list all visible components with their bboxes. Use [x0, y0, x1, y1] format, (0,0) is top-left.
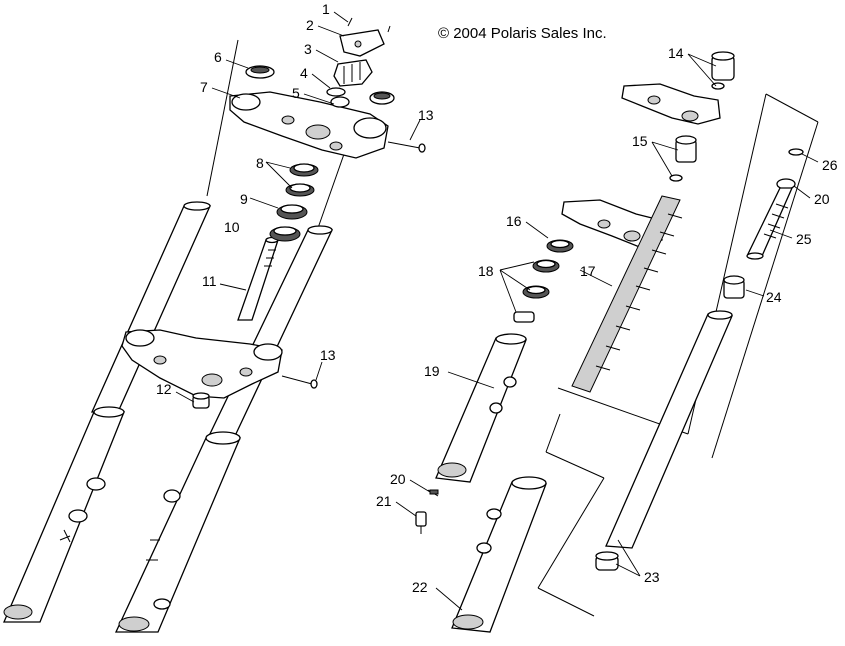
- cap-6: [245, 65, 275, 79]
- bolt-13-lower: [281, 375, 318, 389]
- break-lines: [537, 93, 819, 617]
- callout-labels: 1 2 3 4 5 6 7 8 9 10 11 12 13 13 14 15 1…: [156, 1, 838, 595]
- ring-18: [513, 259, 560, 323]
- clip-26: [788, 148, 804, 156]
- bolt-13-upper: [387, 141, 426, 153]
- callout-9: 9: [240, 191, 248, 207]
- lower-leg-22: [451, 476, 547, 633]
- callout-16: 16: [506, 213, 522, 229]
- callout-26: 26: [822, 157, 838, 173]
- screw-20-lower: [427, 489, 439, 497]
- washer-4: [326, 87, 346, 97]
- callout-5: 5: [292, 85, 300, 101]
- switch-block-3: [333, 59, 373, 87]
- bearing-10: [269, 226, 301, 242]
- callout-22: 22: [412, 579, 428, 595]
- callout-13-upper: 13: [418, 107, 434, 123]
- callout-1: 1: [322, 1, 330, 17]
- cap-5: [330, 91, 395, 108]
- callout-2: 2: [306, 17, 314, 33]
- screw-1: [347, 17, 391, 33]
- damper-rod-25: [746, 178, 796, 260]
- callout-20-upper: 20: [814, 191, 830, 207]
- lower-triple-clamp: [121, 329, 283, 399]
- callout-24: 24: [766, 289, 782, 305]
- ring-16: [546, 239, 574, 253]
- callout-10: 10: [224, 219, 240, 235]
- callout-13-lower: 13: [320, 347, 336, 363]
- copyright-text: © 2004 Polaris Sales Inc.: [438, 25, 607, 42]
- callout-17: 17: [580, 263, 596, 279]
- callout-14: 14: [668, 45, 684, 61]
- spring-17: [571, 195, 683, 393]
- callout-8: 8: [256, 155, 264, 171]
- bearing-race-8: [285, 163, 319, 197]
- callout-15: 15: [632, 133, 648, 149]
- bearing-9: [276, 204, 308, 220]
- callout-25: 25: [796, 231, 812, 247]
- bushing-15: [669, 135, 697, 182]
- callout-18: 18: [478, 263, 494, 279]
- callout-11: 11: [202, 273, 217, 289]
- right-lower-leg: [114, 431, 241, 633]
- bushing-24: [723, 275, 745, 299]
- callout-12: 12: [156, 381, 172, 397]
- upper-triple-clamp: [229, 91, 389, 159]
- guide-line: [206, 39, 239, 197]
- plate-2: [339, 29, 385, 57]
- callout-4: 4: [300, 65, 308, 81]
- bushing-14: [711, 51, 735, 90]
- tube-23: [595, 310, 733, 571]
- callout-21: 21: [376, 493, 392, 509]
- callout-6: 6: [214, 49, 222, 65]
- bushing-12: [192, 392, 210, 409]
- left-lower-leg: [3, 406, 125, 623]
- callout-3: 3: [304, 41, 312, 57]
- upper-clamp-right: [621, 83, 721, 125]
- leader-lines: [175, 11, 819, 611]
- callout-7: 7: [200, 79, 208, 95]
- slider-19: [435, 333, 527, 483]
- callout-19: 19: [424, 363, 440, 379]
- callout-20-lower: 20: [390, 471, 406, 487]
- callout-23: 23: [644, 569, 660, 585]
- bolt-21: [415, 511, 427, 534]
